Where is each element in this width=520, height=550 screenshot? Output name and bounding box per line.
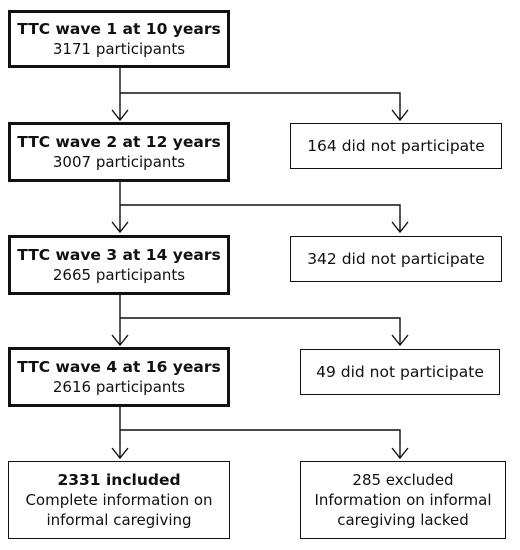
dropout-text-3: 49 did not participate (316, 363, 484, 381)
dropout-text-1: 164 did not participate (307, 137, 485, 155)
dropout-box-1: 164 did not participate (290, 123, 502, 169)
included-line-2: Complete information on (25, 491, 213, 509)
included-title: 2331 included (57, 471, 181, 489)
wave-2-title: TTC wave 2 at 12 years (17, 133, 221, 151)
wave-4-count: 2616 participants (52, 378, 186, 396)
arrowhead (111, 109, 129, 122)
wave-3-title: TTC wave 3 at 14 years (17, 246, 221, 264)
connector-line (120, 429, 401, 458)
dropout-box-3: 49 did not participate (300, 349, 500, 395)
arrowhead (111, 447, 129, 460)
arrowhead (391, 447, 409, 460)
wave-3-box: TTC wave 3 at 14 years 2665 participants (8, 235, 230, 295)
excluded-title: 285 excluded (352, 471, 454, 489)
wave-2-count: 3007 participants (52, 153, 186, 171)
wave-3-count: 2665 participants (52, 266, 186, 284)
wave-1-title: TTC wave 1 at 10 years (17, 20, 221, 38)
excluded-line-2: Information on informal (314, 491, 492, 509)
dropout-text-2: 342 did not participate (307, 250, 485, 268)
included-line-3: informal caregiving (46, 511, 192, 529)
connector-line (120, 92, 401, 120)
wave-1-count: 3171 participants (52, 40, 186, 58)
wave-4-title: TTC wave 4 at 16 years (17, 358, 221, 376)
arrowhead (391, 221, 409, 234)
arrowhead (111, 334, 129, 347)
excluded-line-3: caregiving lacked (337, 511, 469, 529)
arrowhead (111, 221, 129, 234)
wave-1-box: TTC wave 1 at 10 years 3171 participants (8, 10, 230, 68)
arrowhead (391, 334, 409, 347)
connector-line (120, 204, 401, 232)
dropout-box-2: 342 did not participate (290, 236, 502, 282)
wave-4-box: TTC wave 4 at 16 years 2616 participants (8, 347, 230, 407)
excluded-box: 285 excluded Information on informal car… (300, 461, 506, 539)
connector-line (120, 317, 401, 345)
wave-2-box: TTC wave 2 at 12 years 3007 participants (8, 122, 230, 182)
arrowhead (391, 109, 409, 122)
included-box: 2331 included Complete information on in… (8, 461, 230, 539)
